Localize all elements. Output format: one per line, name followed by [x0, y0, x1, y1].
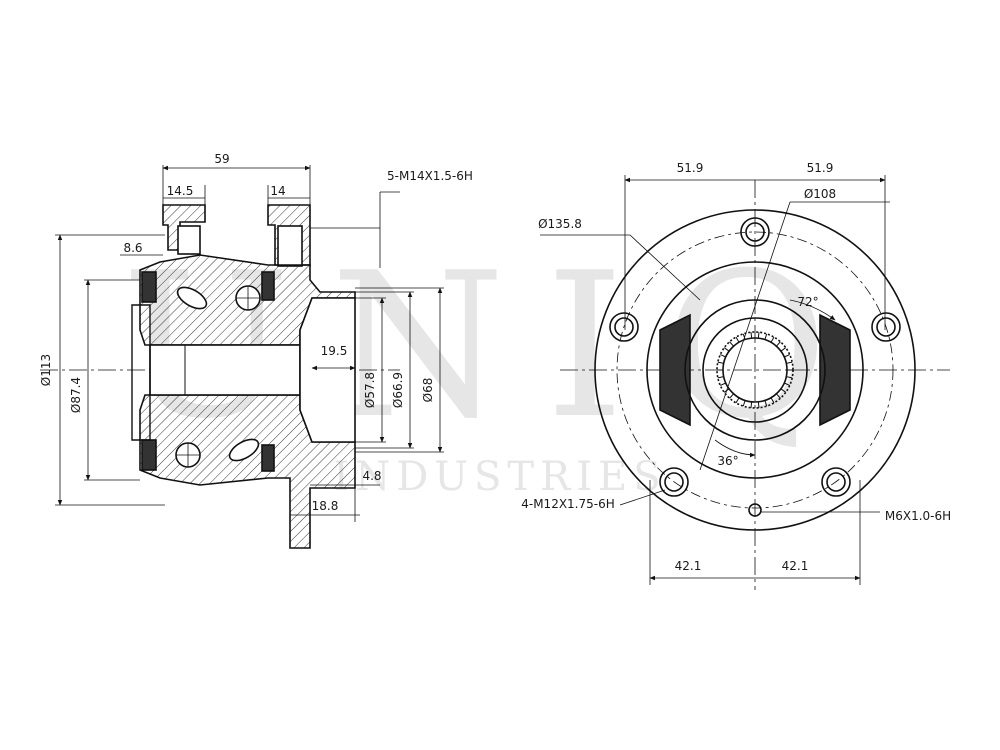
dim-14-5: 14.5	[167, 184, 194, 198]
hub-ring-2	[702, 317, 808, 423]
hub-ring-1	[684, 299, 826, 441]
spline-tooth	[720, 354, 726, 358]
front-view: 51.9 51.9 Ø108 Ø135.8 72° 36° 4-M12X1.75…	[521, 161, 951, 590]
upper-roller-left	[176, 286, 208, 310]
spline-tooth	[720, 382, 726, 386]
dim-51-9-right: 51.9	[807, 161, 834, 175]
spline-tooth	[770, 397, 775, 404]
spline-tooth	[735, 397, 740, 404]
upper-stud-hole-right	[277, 225, 303, 267]
spline-tooth	[742, 333, 746, 340]
dim-8-6: 8.6	[123, 241, 142, 255]
dim-42-1-right: 42.1	[782, 559, 809, 573]
dim-d135-8: Ø135.8	[538, 217, 582, 231]
thread-bolt-label: 5-M14X1.5-6H	[387, 169, 473, 183]
dim-d68: Ø68	[421, 378, 435, 403]
spline-tooth	[717, 361, 724, 364]
spline-tooth	[757, 401, 760, 408]
spline-tooth	[750, 332, 753, 339]
spline-tooth	[750, 401, 753, 408]
spline-tooth	[786, 376, 793, 379]
thread-m6-label: M6X1.0-6H	[885, 509, 951, 523]
dim-42-1-left: 42.1	[675, 559, 702, 573]
watermark-subtitle: INDUSTRIES	[333, 454, 666, 500]
upper-stud-hole-left	[177, 225, 201, 255]
spline-tooth	[780, 388, 787, 393]
spline-tooth	[764, 333, 768, 340]
angle-36: 36°	[717, 454, 738, 468]
spline-tooth	[723, 388, 730, 393]
spline-tooth	[786, 361, 793, 364]
dim-d57-8: Ø57.8	[363, 372, 377, 408]
spline-tooth	[776, 341, 781, 347]
thread-m12-label: 4-M12X1.75-6H	[521, 497, 615, 511]
spline-tooth	[770, 336, 775, 343]
bolt-circle	[616, 231, 894, 509]
front-dimension-lines	[540, 175, 890, 585]
dim-59: 59	[214, 152, 229, 166]
hub-bore	[149, 344, 301, 396]
spline-tooth	[717, 376, 724, 379]
window-left	[659, 313, 691, 427]
spline-tooth	[729, 341, 734, 347]
dim-d108: Ø108	[804, 187, 836, 201]
dim-4-8: 4.8	[362, 469, 381, 483]
dim-51-9-left: 51.9	[677, 161, 704, 175]
upper-seal	[141, 271, 157, 303]
spline-teeth	[717, 332, 793, 408]
lower-roller-right	[228, 438, 260, 462]
side-dimension-lines	[55, 165, 444, 522]
side-section-view: 59 14.5 14 8.6 5-M14X1.5-6H Ø113 Ø87.4 1…	[39, 152, 473, 549]
spline-tooth	[784, 382, 790, 386]
spline-tooth	[735, 336, 740, 343]
hub-outer	[646, 261, 864, 479]
dim-19-5: 19.5	[321, 344, 348, 358]
spline-tooth	[723, 347, 730, 352]
spline-tooth	[742, 400, 746, 407]
flange-outline	[594, 209, 916, 531]
spline-tooth	[776, 393, 781, 399]
spline-tooth	[780, 347, 787, 352]
dim-18-8: 18.8	[312, 499, 339, 513]
spline-tooth	[729, 393, 734, 399]
spline-tooth	[764, 400, 768, 407]
dim-d66-9: Ø66.9	[391, 372, 405, 408]
lower-seal	[141, 439, 157, 471]
angle-72: 72°	[797, 295, 818, 309]
dim-d87-4: Ø87.4	[69, 377, 83, 413]
dim-14: 14	[270, 184, 285, 198]
spline-tooth	[757, 332, 760, 339]
dim-d113: Ø113	[39, 354, 53, 386]
spline-tooth	[784, 354, 790, 358]
m6-hole	[748, 503, 762, 517]
stud-holes	[609, 217, 901, 497]
